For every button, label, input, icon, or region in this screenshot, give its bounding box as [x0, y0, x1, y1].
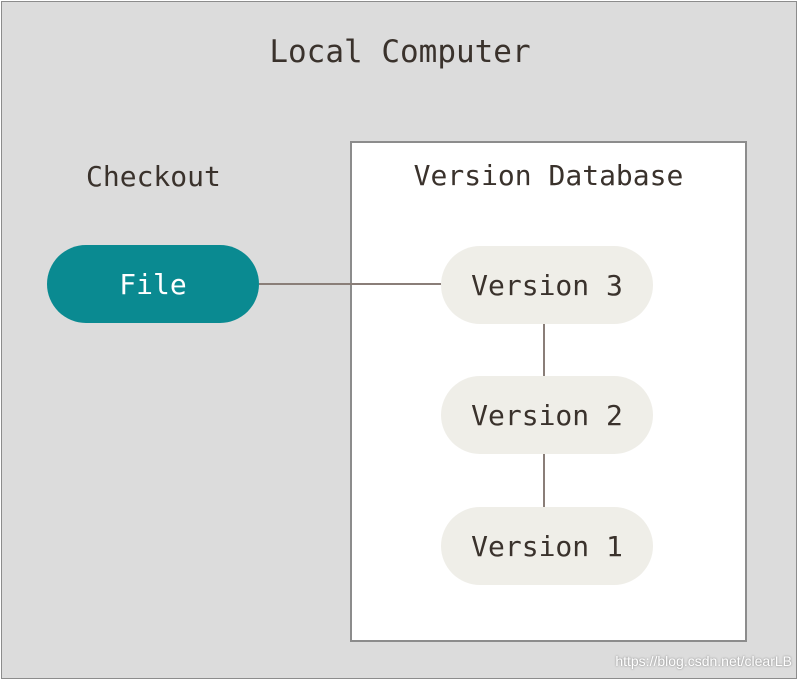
- version-database-label: Version Database: [413, 159, 684, 192]
- version-1-node: Version 1: [441, 507, 653, 585]
- file-node-label: File: [119, 267, 187, 301]
- version-3-label: Version 3: [471, 268, 623, 302]
- version-3-node: Version 3: [441, 246, 653, 324]
- checkout-label: Checkout: [86, 160, 221, 193]
- version-2-node: Version 2: [441, 376, 653, 454]
- diagram-title: Local Computer: [269, 34, 531, 70]
- watermark-text: https://blog.csdn.net/clearLB: [615, 653, 792, 669]
- version-1-label: Version 1: [471, 529, 623, 563]
- file-node: File: [47, 245, 259, 323]
- version-2-label: Version 2: [471, 398, 623, 432]
